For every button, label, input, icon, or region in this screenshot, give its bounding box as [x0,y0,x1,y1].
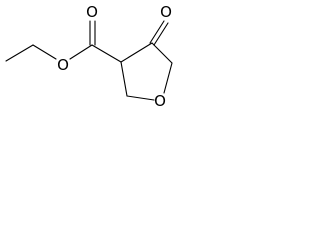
bond-ketone-double-b [153,22,169,46]
atom-label-ester-alkoxy-oxygen: O [57,56,69,74]
atom-labels: O O O O [57,3,172,110]
bond-ring-c5-o1 [163,62,173,94]
atom-label-ketone-oxygen: O [160,3,172,21]
bond-ketone-double-a [149,20,165,44]
chemical-structure-diagram: O O O O [0,0,208,125]
bond-ring-c3-c4 [120,42,153,63]
bond-ring-c4-c5 [151,42,173,64]
bond-carbonyl-c-to-ring-c3 [91,44,122,63]
bond-ring-c2-c3 [120,61,128,97]
bond-ch2-o-ester [32,44,57,60]
atom-label-ester-carbonyl-oxygen: O [86,3,98,21]
bond-o-ester-carbonyl-c [69,44,93,60]
diagram-background [0,0,208,125]
bonds [5,20,173,101]
bond-ring-o1-c2 [126,95,155,101]
atom-label-ring-oxygen: O [154,92,166,110]
bond-ch3-ch2 [5,44,34,62]
